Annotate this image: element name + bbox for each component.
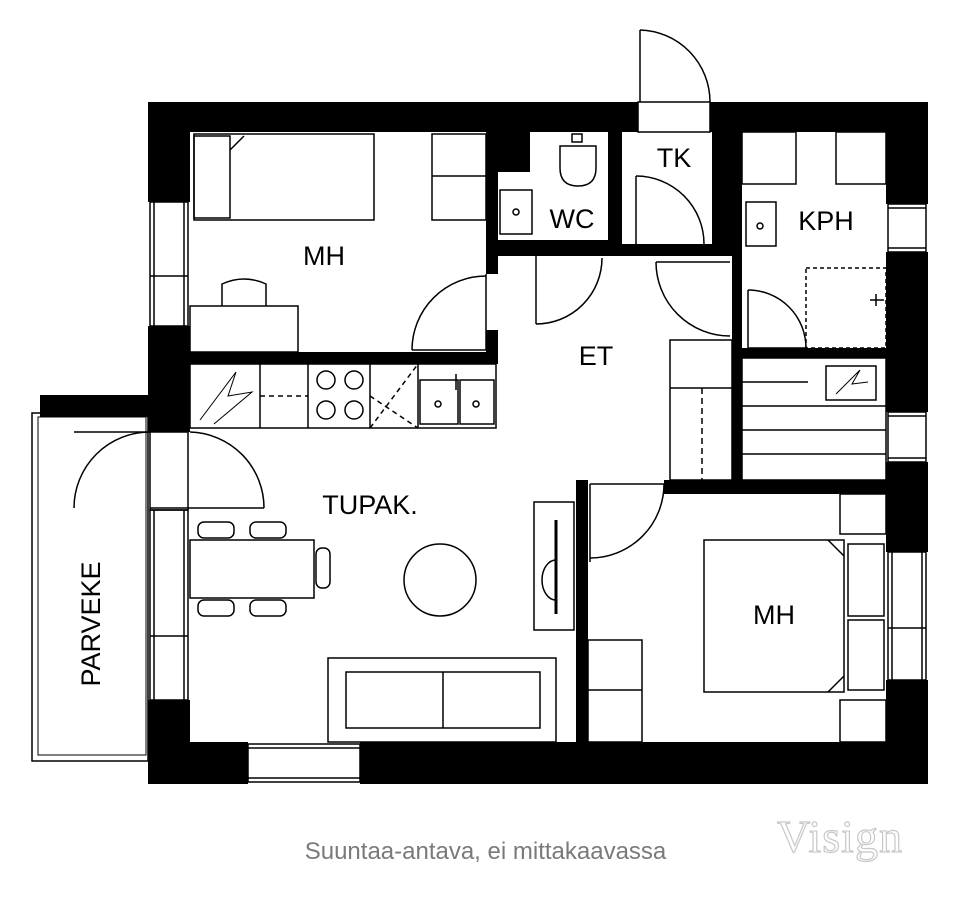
doors: [73, 29, 807, 562]
room-label-bedroom-top: MH: [303, 241, 345, 271]
furniture: [189, 131, 887, 743]
room-label-kph: KPH: [798, 206, 854, 236]
room-label-wc: WC: [550, 204, 595, 234]
windows: [149, 101, 927, 783]
room-label-tupak: TUPAK.: [322, 490, 418, 520]
visign-logo: Visign: [777, 811, 903, 862]
outer-walls: [148, 102, 928, 784]
interior-walls: [190, 132, 886, 742]
balcony: [31, 395, 152, 762]
disclaimer-caption: Suuntaa-antava, ei mittakaavassa: [304, 838, 667, 865]
room-label-et: ET: [579, 341, 614, 371]
room-label-tk: TK: [657, 143, 692, 173]
room-label-parveke: PARVEKE: [76, 561, 106, 686]
room-label-bedroom-bottom: MH: [753, 600, 795, 630]
